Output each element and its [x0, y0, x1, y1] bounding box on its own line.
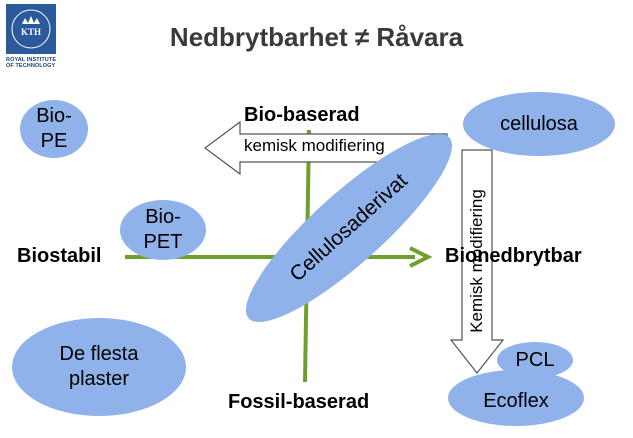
kth-logo: KTH ROYAL INSTITUTE OF TECHNOLOGY — [6, 4, 62, 69]
slide-title: Nedbrytbarhet ≠ Råvara — [169, 22, 464, 52]
kemisk-modifiering-vertical-arrow — [449, 149, 505, 374]
axis-label-left: Biostabil — [17, 245, 102, 267]
axis-label-top: Bio-baserad — [244, 104, 360, 126]
bubble-bio-pet: Bio- PET — [120, 200, 206, 260]
bubble-de-flesta-plaster: De flesta plaster — [12, 318, 186, 416]
horizontal-arrow-label: kemisk modifiering — [244, 136, 385, 155]
kth-logo-caption: ROYAL INSTITUTE OF TECHNOLOGY — [6, 57, 57, 69]
bubble-ecoflex: Ecoflex — [448, 370, 584, 426]
bubble-pcl: PCL — [497, 342, 573, 378]
kth-logo-emblem: KTH — [6, 4, 56, 54]
crown-icon: KTH — [11, 9, 51, 49]
kth-logo-text: KTH — [21, 27, 41, 37]
vertical-arrow-label: Kemisk modifiering — [467, 189, 486, 333]
horizontal-axis-arrowhead — [409, 246, 433, 268]
axis-label-right: Bionedbrytbar — [445, 245, 582, 267]
axis-label-bottom: Fossil-baserad — [228, 391, 370, 413]
bubble-bio-pe: Bio- PE — [20, 100, 88, 158]
bubble-cellulosa: cellulosa — [463, 92, 615, 156]
